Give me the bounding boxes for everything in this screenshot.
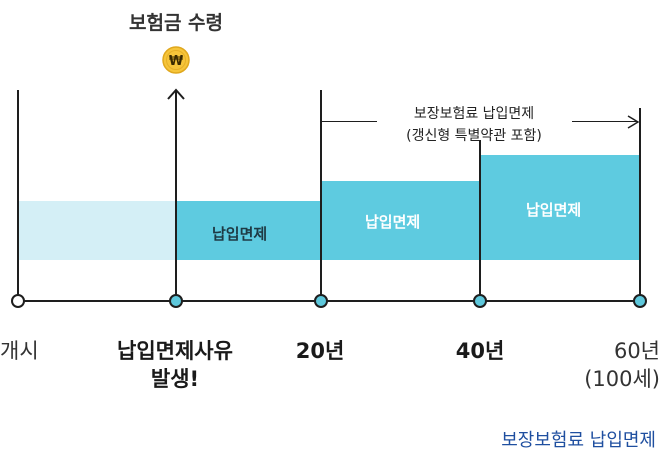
year40-vertical-line bbox=[479, 140, 481, 300]
timeline-node-start bbox=[11, 294, 25, 308]
exemption-range-line-right bbox=[572, 121, 638, 122]
timeline-label-event-line2: 발생! bbox=[150, 367, 200, 391]
start-vertical-line bbox=[17, 90, 19, 300]
exemption-range-line-left bbox=[321, 121, 377, 122]
exemption-band-2 bbox=[321, 181, 480, 260]
insurance-payout-label: 보험금 수령 bbox=[128, 12, 223, 34]
exemption-band-2-label: 납입면제 bbox=[365, 213, 421, 231]
timeline-label-60y: 60년 bbox=[613, 339, 660, 363]
svg-text:₩: ₩ bbox=[169, 54, 184, 69]
won-coin-icon: ₩ bbox=[162, 46, 190, 74]
exemption-range-label-line1: 보장보험료 납입면제 bbox=[413, 106, 535, 122]
timeline-node-60y bbox=[633, 294, 647, 308]
timeline-node-event bbox=[169, 294, 183, 308]
pre-event-band bbox=[18, 201, 176, 260]
exemption-band-3 bbox=[480, 155, 640, 260]
timeline-label-event: 납입면제사유 bbox=[117, 339, 233, 363]
exemption-band-3-label: 납입면제 bbox=[526, 201, 582, 219]
timeline-node-40y bbox=[473, 294, 487, 308]
timeline-label-20y: 20년 bbox=[295, 339, 345, 363]
timeline-label-start: 개시 bbox=[0, 339, 39, 363]
timeline-label-60y-line2: (100세) bbox=[584, 367, 660, 391]
year20-vertical-line bbox=[320, 90, 322, 300]
exemption-band-1 bbox=[176, 201, 321, 260]
timeline-axis bbox=[18, 300, 640, 302]
timeline-label-40y: 40년 bbox=[455, 339, 505, 363]
up-arrowhead-icon bbox=[166, 86, 186, 100]
legend-label: 보장보험료 납입면제 bbox=[501, 430, 656, 451]
exemption-band-1-label: 납입면제 bbox=[212, 225, 268, 243]
exemption-range-label-line2: (갱신형 특별약관 포함) bbox=[406, 128, 542, 144]
year60-vertical-line bbox=[639, 108, 641, 300]
timeline-node-20y bbox=[314, 294, 328, 308]
right-arrowhead-icon bbox=[626, 114, 640, 130]
event-vertical-arrow-line bbox=[175, 90, 177, 300]
